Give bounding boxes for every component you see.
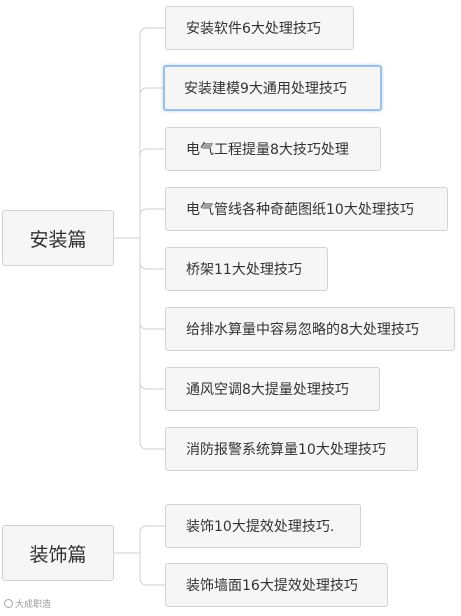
- subtopic-decoration-efficiency-tips[interactable]: 装饰10大提效处理技巧.: [165, 504, 361, 548]
- subtopic-cable-tray-tips[interactable]: 桥架11大处理技巧: [165, 247, 328, 291]
- subtopic-install-modeling-tips[interactable]: 安装建模9大通用处理技巧: [163, 65, 382, 111]
- topic-installation[interactable]: 安装篇: [2, 210, 114, 266]
- connector-installation-branch: [139, 27, 165, 238]
- subtopic-electrical-pipeline-drawing-tips[interactable]: 电气管线各种奇葩图纸10大处理技巧: [165, 187, 448, 231]
- connector-installation-branch: [139, 148, 165, 238]
- watermark-text: 大成职造: [15, 600, 52, 610]
- watermark: 大成职造: [4, 597, 51, 610]
- subtopic-decoration-wall-efficiency-tips[interactable]: 装饰墙面16大提效处理技巧: [165, 563, 388, 607]
- subtopic-install-software-tips[interactable]: 安装软件6大处理技巧: [165, 6, 354, 50]
- subtopic-plumbing-overlooked-tips[interactable]: 给排水算量中容易忽略的8大处理技巧: [165, 307, 455, 351]
- weibo-logo-icon: [4, 599, 13, 608]
- connector-installation-branch: [139, 238, 165, 330]
- connector-installation-branch: [139, 238, 165, 390]
- connector-installation-branch: [139, 238, 165, 270]
- connector-installation-branch: [139, 87, 163, 238]
- connector-installation-branch: [139, 238, 165, 450]
- connector-decoration-branch: [139, 553, 165, 586]
- topic-decoration[interactable]: 装饰篇: [2, 525, 114, 581]
- subtopic-hvac-quantity-tips[interactable]: 通风空调8大提量处理技巧: [165, 367, 380, 411]
- subtopic-fire-alarm-quantity-tips[interactable]: 消防报警系统算量10大处理技巧: [165, 427, 418, 471]
- subtopic-electrical-quantity-tips[interactable]: 电气工程提量8大技巧处理: [165, 127, 381, 171]
- connector-installation-branch: [139, 208, 165, 238]
- connector-decoration-branch: [139, 525, 165, 553]
